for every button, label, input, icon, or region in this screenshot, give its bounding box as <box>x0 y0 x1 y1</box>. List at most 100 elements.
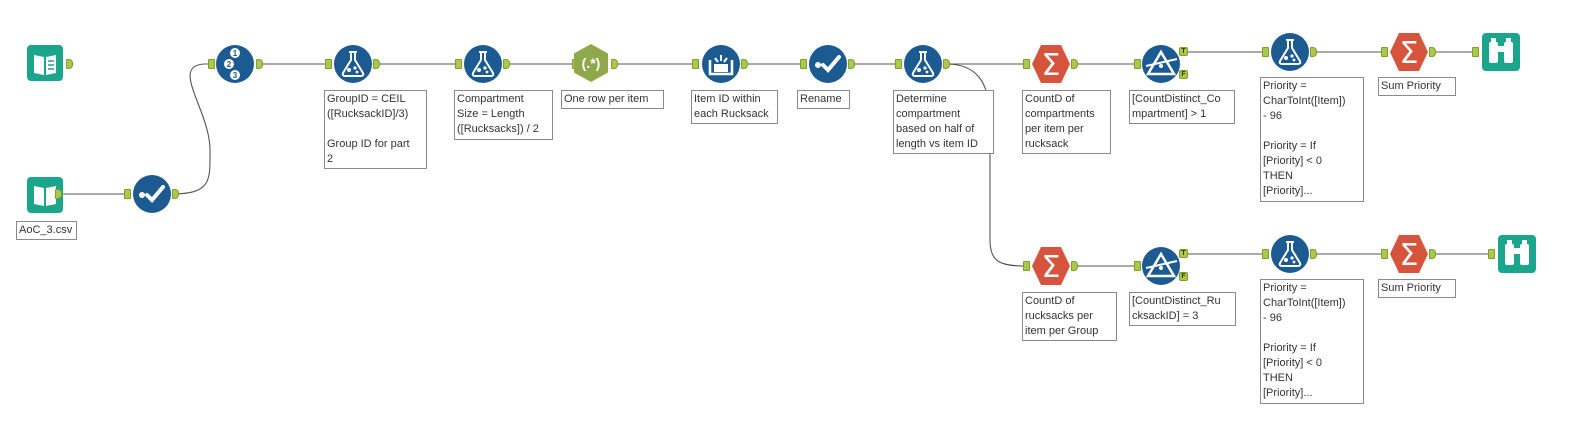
input-data-tool[interactable] <box>26 44 66 84</box>
filter-icon <box>1142 247 1180 285</box>
book-icon <box>27 177 63 213</box>
tool-annotation: AoC_3.csv <box>16 221 77 240</box>
regex-tool[interactable]: (.*) <box>571 43 611 83</box>
select-tool[interactable] <box>132 174 172 214</box>
output-anchor[interactable] <box>1310 249 1317 259</box>
false-output-anchor[interactable]: F <box>1179 70 1188 79</box>
input-anchor[interactable] <box>455 59 462 69</box>
flask-icon <box>1271 33 1309 71</box>
input-anchor[interactable] <box>325 59 332 69</box>
flask-icon <box>334 45 372 83</box>
summarize-tool[interactable]: Σ <box>1389 234 1429 274</box>
output-anchor[interactable] <box>741 59 748 69</box>
input-anchor[interactable] <box>1023 261 1030 271</box>
output-anchor[interactable] <box>1429 47 1436 57</box>
output-anchor[interactable] <box>943 59 950 69</box>
flask-icon <box>1271 235 1309 273</box>
output-anchor[interactable] <box>848 59 855 69</box>
input-anchor[interactable] <box>1134 59 1141 69</box>
input-anchor[interactable] <box>1381 47 1388 57</box>
output-anchor[interactable] <box>1429 249 1436 259</box>
filter-tool[interactable] <box>1141 44 1181 84</box>
input-anchor[interactable] <box>800 59 807 69</box>
input-anchor[interactable] <box>1488 249 1495 259</box>
output-anchor[interactable] <box>503 59 510 69</box>
output-anchor[interactable] <box>1071 59 1078 69</box>
tool-annotation: [CountDistinct_Co mpartment] > 1 <box>1129 90 1235 124</box>
binoculars-icon <box>1498 235 1536 273</box>
svg-text:(.*): (.*) <box>582 55 601 71</box>
input-data-tool[interactable] <box>26 176 66 216</box>
input-anchor[interactable] <box>1262 47 1269 57</box>
summarize-tool[interactable]: Σ <box>1031 44 1071 84</box>
tool-annotation: Compartment Size = Length ([Rucksacks]) … <box>454 90 553 140</box>
summarize-tool[interactable]: Σ <box>1389 32 1429 72</box>
browse-tool[interactable] <box>1497 234 1537 274</box>
svg-text:Σ: Σ <box>1400 238 1419 273</box>
formula-tool[interactable] <box>1270 32 1310 72</box>
tool-annotation: Sum Priority <box>1378 77 1456 96</box>
output-anchor[interactable] <box>256 59 263 69</box>
numbered-list-icon: 123 <box>216 45 254 83</box>
false-output-anchor[interactable]: F <box>1179 272 1188 281</box>
tool-annotation: CountD of compartments per item per ruck… <box>1022 90 1111 154</box>
input-anchor[interactable] <box>1023 59 1030 69</box>
tool-annotation: Priority = CharToInt([Item]) - 96 Priori… <box>1260 279 1364 404</box>
tool-annotation: [CountDistinct_Ru cksackID] = 3 <box>1129 292 1236 326</box>
tool-annotation: Determine compartment based on half of l… <box>893 90 994 154</box>
tool-annotation: Item ID within each Rucksack <box>691 90 778 124</box>
filter-tool[interactable] <box>1141 246 1181 286</box>
flask-icon <box>464 45 502 83</box>
output-anchor[interactable] <box>1071 261 1078 271</box>
sigma-icon: Σ <box>1390 33 1428 71</box>
output-anchor[interactable] <box>172 189 179 199</box>
check-icon <box>809 45 847 83</box>
svg-text:Σ: Σ <box>1042 250 1061 285</box>
svg-text:3: 3 <box>233 71 238 80</box>
sigma-icon: Σ <box>1032 45 1070 83</box>
formula-tool[interactable] <box>903 44 943 84</box>
sigma-icon: Σ <box>1032 247 1070 285</box>
svg-text:1: 1 <box>233 49 238 58</box>
check-icon <box>133 175 171 213</box>
input-anchor[interactable] <box>208 59 215 69</box>
input-anchor[interactable] <box>1381 249 1388 259</box>
flask-icon <box>904 45 942 83</box>
tool-annotation: GroupID = CEIL ([RucksackID]/3) Group ID… <box>324 90 427 169</box>
true-output-anchor[interactable]: T <box>1179 47 1188 56</box>
tool-annotation: Sum Priority <box>1378 279 1456 298</box>
connection-select1-recordid <box>171 63 212 195</box>
true-output-anchor[interactable]: T <box>1179 249 1188 258</box>
input-anchor[interactable] <box>124 189 131 199</box>
input-anchor[interactable] <box>1472 47 1479 57</box>
output-anchor[interactable] <box>611 59 618 69</box>
input-anchor[interactable] <box>692 59 699 69</box>
input-anchor[interactable] <box>895 59 902 69</box>
input-anchor[interactable] <box>1262 249 1269 259</box>
tool-annotation: Rename <box>797 90 850 109</box>
output-anchor[interactable] <box>66 59 73 69</box>
svg-text:Σ: Σ <box>1400 36 1419 71</box>
book-icon <box>27 45 63 81</box>
formula-tool[interactable] <box>1270 234 1310 274</box>
multi-row-formula-tool[interactable] <box>701 44 741 84</box>
output-anchor[interactable] <box>1310 47 1317 57</box>
formula-tool[interactable] <box>333 44 373 84</box>
regex-icon: (.*) <box>574 44 608 82</box>
output-anchor[interactable] <box>373 59 380 69</box>
select-tool[interactable] <box>808 44 848 84</box>
tool-annotation: CountD of rucksacks per item per Group <box>1022 292 1117 341</box>
input-anchor[interactable] <box>1134 261 1141 271</box>
multirow-icon <box>702 45 740 83</box>
formula-tool[interactable] <box>463 44 503 84</box>
filter-icon <box>1142 45 1180 83</box>
svg-text:2: 2 <box>227 60 232 69</box>
output-anchor[interactable] <box>55 189 62 199</box>
tool-annotation: One row per item <box>561 90 664 109</box>
browse-tool[interactable] <box>1481 32 1521 72</box>
summarize-tool[interactable]: Σ <box>1031 246 1071 286</box>
svg-text:Σ: Σ <box>1042 48 1061 83</box>
sigma-icon: Σ <box>1390 235 1428 273</box>
